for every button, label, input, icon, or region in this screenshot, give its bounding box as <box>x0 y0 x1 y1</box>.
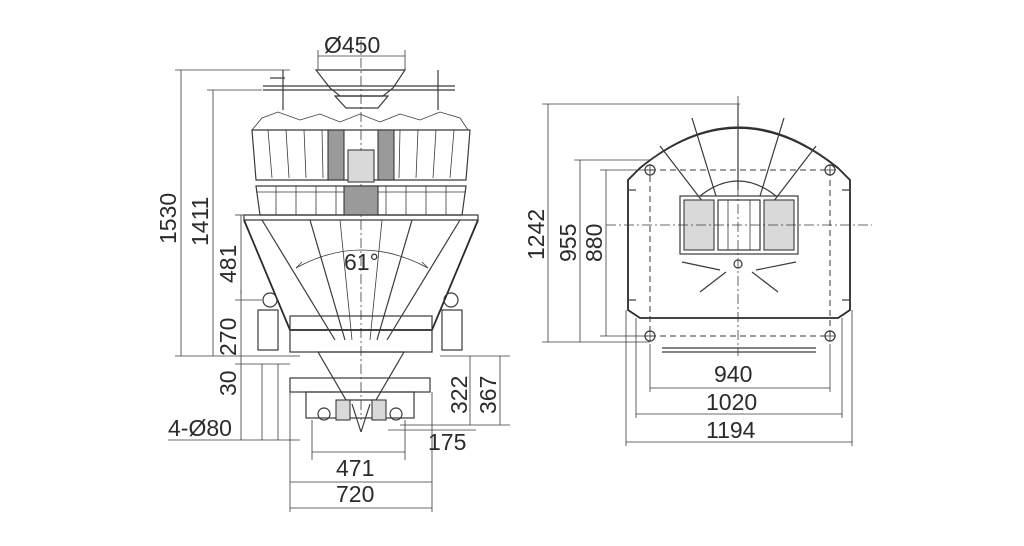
upper-hoppers <box>251 111 471 183</box>
dim-holes: 4-Ø80 <box>168 415 232 441</box>
right-lug <box>441 309 463 351</box>
dim-height-1242: 1242 <box>523 209 549 260</box>
dim-height-1411: 1411 <box>187 197 213 246</box>
left-lug <box>257 309 279 351</box>
center-drive <box>679 195 799 269</box>
dim-top-diameter: Ø450 <box>324 32 380 58</box>
dim-height-481: 481 <box>215 245 241 283</box>
lower-hoppers <box>255 185 467 216</box>
dim-height-880: 880 <box>581 224 607 262</box>
feed-cone <box>314 69 407 97</box>
dim-width-1020: 1020 <box>706 389 757 415</box>
dim-width-720: 720 <box>336 481 374 507</box>
dim-height-270: 270 <box>215 318 241 356</box>
dim-height-322: 322 <box>446 376 472 414</box>
dim-width-175: 175 <box>428 429 466 455</box>
dim-width-471: 471 <box>336 455 374 481</box>
top-view: 1242 955 880 940 1020 1194 <box>523 96 872 446</box>
dim-width-940: 940 <box>714 361 752 387</box>
dim-width-1194: 1194 <box>706 417 756 443</box>
base-frame <box>649 169 831 337</box>
front-view: Ø450 61° 1530 1411 481 270 30 322 367 4-… <box>155 32 510 512</box>
top-outline <box>627 127 851 319</box>
dim-height-955: 955 <box>555 224 581 262</box>
main-body <box>243 214 479 341</box>
dim-height-1530: 1530 <box>155 193 181 244</box>
dim-angle: 61° <box>344 249 379 275</box>
dim-height-30: 30 <box>215 370 241 396</box>
dim-height-367: 367 <box>475 376 501 414</box>
